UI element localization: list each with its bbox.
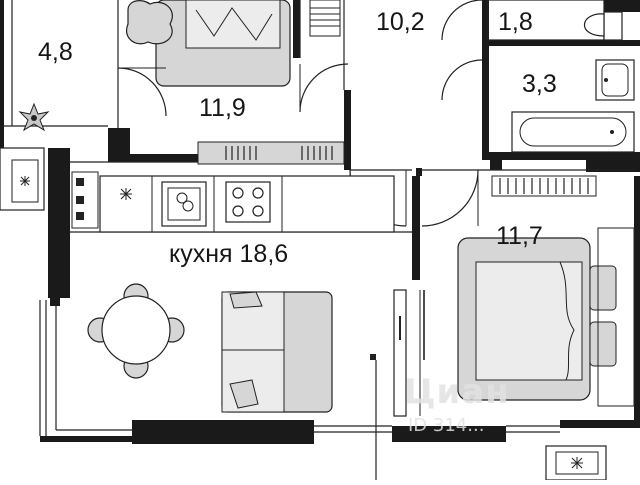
kitchen-furniture bbox=[71, 171, 425, 480]
wardrobe bbox=[197, 141, 345, 165]
wall-hall-left bbox=[344, 90, 351, 170]
wc bbox=[487, 0, 623, 41]
wall-balcony-corner bbox=[108, 128, 130, 158]
room-area-hall: 10,2 bbox=[376, 8, 425, 36]
walls bbox=[0, 0, 640, 444]
armchair bbox=[126, 0, 173, 45]
fan-icon bbox=[571, 457, 583, 469]
room-area-bathroom: 3,3 bbox=[522, 70, 557, 98]
wall-balcony-left bbox=[0, 0, 4, 148]
wall-bath-bottom bbox=[482, 152, 640, 160]
balcony-left bbox=[0, 102, 50, 211]
kitchen-counter bbox=[99, 175, 395, 233]
radiator bbox=[309, 0, 341, 37]
sink-icon bbox=[161, 181, 207, 227]
wall-bedroom-bottom bbox=[108, 154, 198, 162]
wall-top-right bbox=[604, 0, 640, 12]
room-area-bedroom-right: 11,7 bbox=[496, 222, 543, 250]
room-area-bedroom-left: 11,9 bbox=[199, 94, 246, 122]
sofa bbox=[221, 291, 333, 413]
sliding-door bbox=[393, 289, 407, 417]
toilet-icon bbox=[583, 11, 623, 41]
wall-bottom-left bbox=[132, 420, 314, 444]
wall-partition bbox=[412, 176, 420, 280]
room-area-balcony: 4,8 bbox=[38, 38, 73, 66]
bathtub-icon bbox=[511, 111, 635, 153]
plant-icon bbox=[18, 102, 50, 132]
dining-table bbox=[87, 283, 185, 379]
bedroom-right-furniture bbox=[457, 175, 635, 481]
wall-right bbox=[634, 176, 640, 426]
bathroom bbox=[511, 59, 635, 153]
fan-icon bbox=[20, 176, 30, 186]
wall-wc-bottom bbox=[482, 40, 640, 46]
entrance-marker bbox=[370, 354, 376, 360]
wall-left bbox=[48, 148, 70, 298]
stove-icon bbox=[225, 181, 271, 223]
wall-bottom-mid bbox=[392, 426, 506, 442]
wall-bath-left bbox=[482, 0, 489, 160]
bedroom-left-furniture bbox=[117, 0, 349, 165]
room-area-kitchen: кухня 18,6 bbox=[169, 240, 289, 268]
fan-icon bbox=[120, 188, 132, 200]
wall-bedroom-right bbox=[293, 0, 300, 58]
room-area-wc: 1,8 bbox=[498, 8, 533, 36]
radiator bbox=[491, 175, 597, 197]
